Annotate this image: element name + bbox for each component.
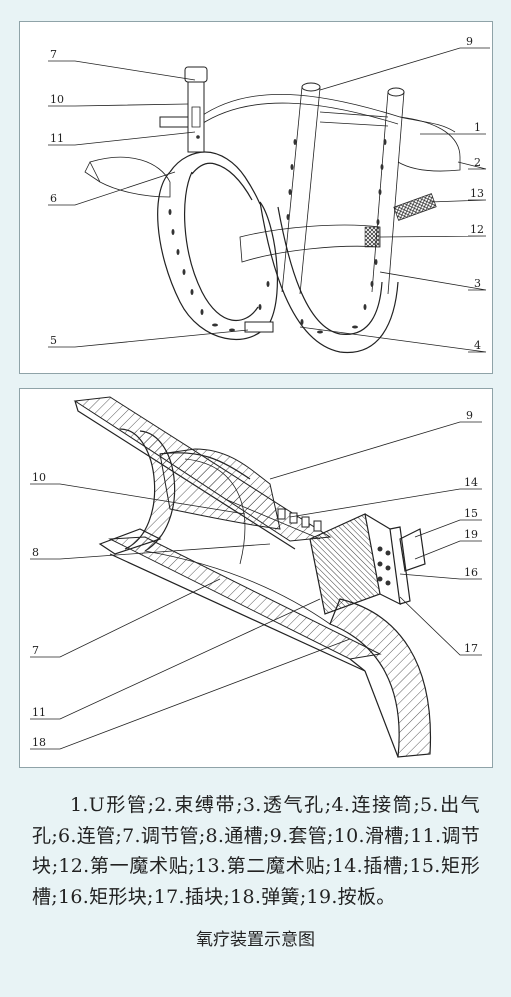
figure2-panel: 9 10 14 15 8 19 16 7 17 11 18 (19, 388, 493, 768)
second-velcro (393, 193, 437, 221)
fig2-label-19: 19 (464, 528, 478, 541)
fig2-label-10: 10 (32, 471, 46, 484)
fig1-label-1: 1 (474, 121, 481, 134)
strap-back (199, 93, 456, 133)
first-velcro (364, 226, 380, 248)
fig2-label-7: 7 (32, 644, 39, 657)
fig1-label-4: 4 (474, 339, 481, 352)
fig2-label-15: 15 (464, 507, 478, 520)
fig1-label-2: 2 (474, 156, 481, 169)
fig2-label-14: 14 (464, 476, 478, 489)
fig1-label-5: 5 (50, 334, 57, 347)
vent-holes (168, 139, 387, 334)
figure1-panel: 7 9 10 1 11 2 6 13 12 3 5 4 (19, 21, 493, 374)
fig1-label-12: 12 (470, 223, 484, 236)
fig2-label-8: 8 (32, 546, 39, 559)
fig1-label-7: 7 (50, 48, 57, 61)
fig2-label-17: 17 (464, 642, 478, 655)
figure1-drawing: 7 9 10 1 11 2 6 13 12 3 5 4 (48, 35, 490, 353)
fig1-label-10: 10 (50, 93, 64, 106)
fig1-label-13: 13 (470, 187, 484, 200)
fig2-label-16: 16 (464, 566, 478, 579)
fig1-label-11: 11 (50, 132, 64, 145)
fig1-label-3: 3 (474, 277, 481, 290)
figure2-drawing: 9 10 14 15 8 19 16 7 17 11 18 (30, 396, 482, 758)
figure-caption: 1.U形管;2.束缚带;3.透气孔;4.连接筒;5.出气孔;6.连管;7.调节管… (32, 794, 480, 908)
adjust-tube (187, 81, 205, 153)
figure-title: 氧疗装置示意图 (196, 930, 315, 950)
fig1-label-6: 6 (50, 192, 57, 205)
fig1-label-9: 9 (466, 35, 473, 48)
fig2-label-18: 18 (32, 736, 46, 749)
fig2-label-11: 11 (32, 706, 46, 719)
fig2-label-9: 9 (466, 409, 473, 422)
